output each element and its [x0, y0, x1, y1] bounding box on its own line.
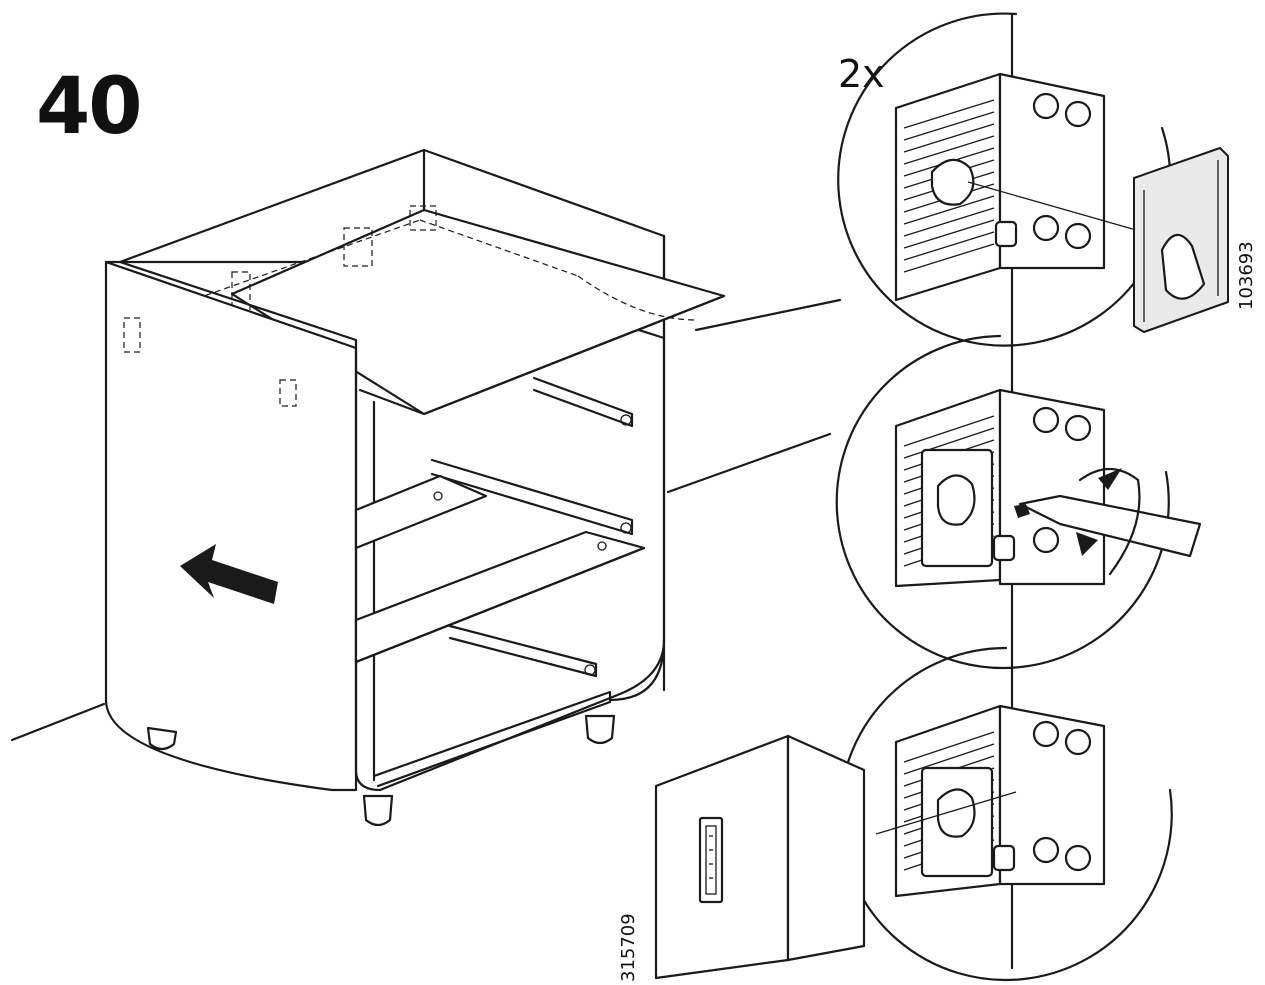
cabinet [104, 148, 726, 827]
floor-lines [10, 298, 842, 742]
cabinet-legs [146, 714, 616, 827]
detail-circle-bottom [838, 646, 1173, 982]
left-side-panel [104, 260, 358, 792]
middle-shelf [354, 474, 488, 550]
corner-panel [654, 734, 866, 980]
cam-screw-icon [930, 158, 975, 206]
drawer-rails [430, 376, 634, 678]
detail-circle-middle [835, 334, 1202, 670]
lower-shelf [354, 530, 646, 664]
direction-arrow-icon [180, 544, 278, 604]
detail-circle-top [837, 12, 1229, 348]
step-number: 40 [36, 62, 143, 152]
rotate-arrow-icon [1076, 532, 1098, 556]
screwdriver-icon [1014, 468, 1202, 576]
